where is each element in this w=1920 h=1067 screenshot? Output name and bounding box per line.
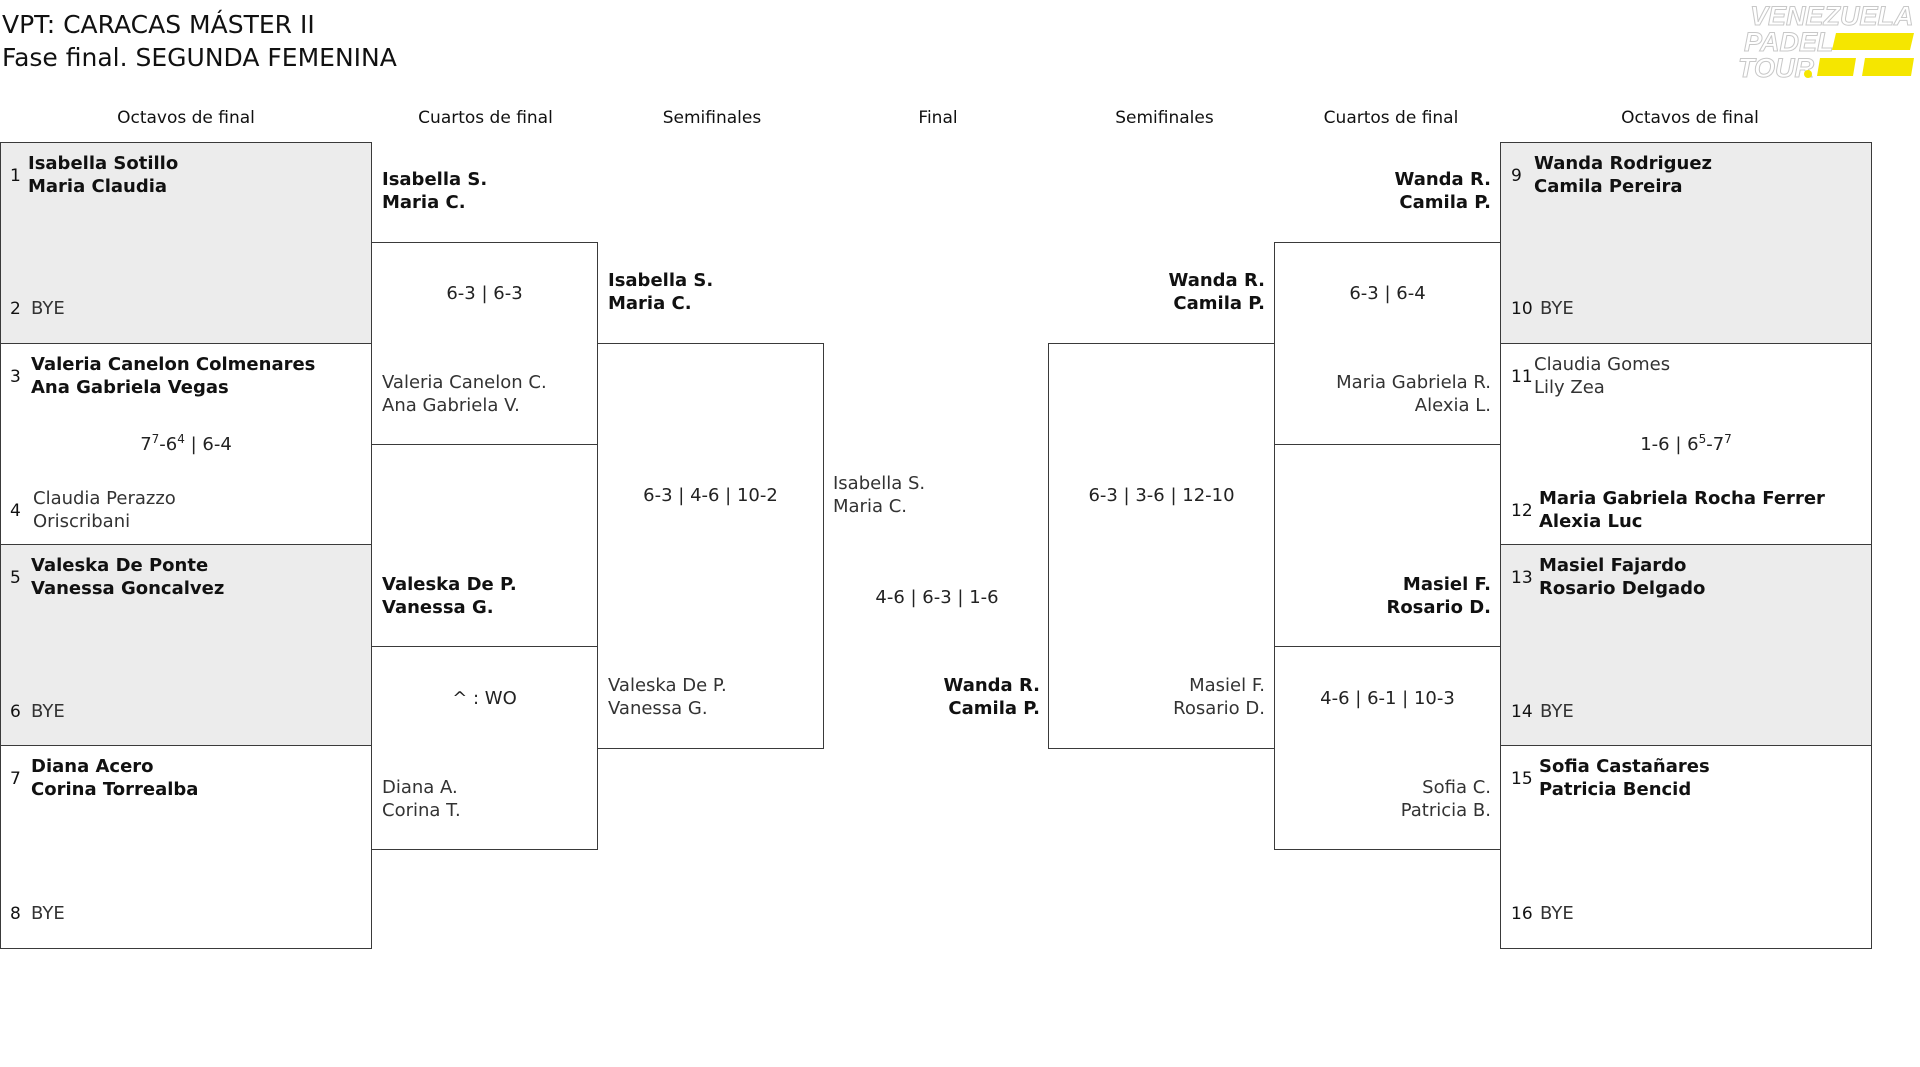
match-box-qf-l1 [371, 242, 598, 445]
round-header-final: Final [918, 108, 958, 128]
match-box-r16-r2 [1500, 343, 1872, 545]
team-name: Isabella S.Maria C. [608, 270, 714, 314]
team-name: Wanda R.Camila P. [943, 675, 1040, 719]
match-score: ^ : WO [452, 688, 517, 709]
seed-number: 16 [1511, 904, 1533, 924]
seed-number: 13 [1511, 568, 1533, 588]
team-name: BYE [31, 903, 65, 924]
seed-number: 3 [10, 367, 21, 387]
match-score: 6-3 | 3-6 | 12-10 [1088, 485, 1235, 506]
seed-number: 8 [10, 904, 21, 924]
match-box-sf-r [1048, 343, 1275, 749]
seed-number: 14 [1511, 702, 1533, 722]
team-name: BYE [31, 298, 65, 319]
seed-number: 7 [10, 769, 21, 789]
round-header-left-r16: Octavos de final [117, 108, 255, 128]
seed-number: 15 [1511, 769, 1533, 789]
match-box-r16-r4 [1500, 745, 1872, 949]
match-box-r16-l1 [0, 142, 372, 344]
round-header-right-r16: Octavos de final [1621, 108, 1759, 128]
seed-number: 6 [10, 702, 21, 722]
seed-number: 1 [10, 166, 21, 186]
round-header-right-sf: Semifinales [1115, 108, 1214, 128]
team-name: Isabella S.Maria C. [833, 473, 926, 517]
team-name: BYE [1540, 298, 1574, 319]
match-box-r16-l2 [0, 343, 372, 545]
svg-text:PADEL: PADEL [1744, 27, 1834, 57]
seed-number: 12 [1511, 501, 1533, 521]
match-score: 6-3 | 4-6 | 10-2 [643, 485, 778, 506]
seed-number: 9 [1511, 166, 1522, 186]
match-score: 1-6 | 65-77 [1640, 432, 1732, 455]
page-title: VPT: CARACAS MÁSTER II [2, 10, 315, 39]
round-header-left-qf: Cuartos de final [418, 108, 553, 128]
match-score: 4-6 | 6-3 | 1-6 [875, 587, 999, 608]
svg-text:TOUR: TOUR [1738, 53, 1815, 83]
seed-number: 2 [10, 299, 21, 319]
round-header-right-qf: Cuartos de final [1323, 108, 1459, 128]
match-box-r16-r3 [1500, 544, 1872, 746]
round-header-left-sf: Semifinales [662, 108, 762, 128]
match-score: 77-64 | 6-4 [140, 432, 232, 455]
seed-number: 11 [1511, 367, 1533, 387]
match-score: 4-6 | 6-1 | 10-3 [1320, 688, 1455, 709]
team-name: Diana A.Corina T. [382, 777, 461, 821]
match-box-sf-l [597, 343, 824, 749]
match-box-qf-r1 [1274, 242, 1501, 445]
team-name: Masiel F.Rosario D. [1386, 574, 1491, 618]
svg-text:VENEZUELA: VENEZUELA [1750, 1, 1914, 31]
team-name: Sofia C.Patricia B. [1400, 777, 1491, 821]
team-name: Valeria Canelon C.Ana Gabriela V. [382, 372, 547, 416]
match-box-r16-r1 [1500, 142, 1872, 344]
match-score: 6-3 | 6-4 [1349, 283, 1426, 304]
team-name: Masiel F.Rosario D. [1173, 675, 1265, 719]
match-box-qf-l2 [371, 646, 598, 850]
match-box-qf-r2 [1274, 646, 1501, 850]
match-score: 6-3 | 6-3 [446, 283, 523, 304]
team-name: Valeska De P.Vanessa G. [608, 675, 727, 719]
team-name: Wanda R.Camila P. [1168, 270, 1265, 314]
team-name: BYE [1540, 903, 1574, 924]
team-name: BYE [1540, 701, 1574, 722]
team-name: Valeska De P.Vanessa G. [382, 574, 517, 618]
seed-number: 4 [10, 501, 21, 521]
team-name: Isabella S.Maria C. [382, 169, 488, 213]
venezuela-padel-tour-logo: VENEZUELA PADEL TOUR [1738, 1, 1915, 84]
page-subtitle: Fase final. SEGUNDA FEMENINA [2, 43, 397, 72]
team-name: Wanda R.Camila P. [1394, 169, 1491, 213]
team-name: Maria Gabriela R.Alexia L. [1336, 372, 1491, 416]
match-box-r16-l4 [0, 745, 372, 949]
team-name: BYE [31, 701, 65, 722]
seed-number: 5 [10, 568, 21, 588]
seed-number: 10 [1511, 299, 1533, 319]
